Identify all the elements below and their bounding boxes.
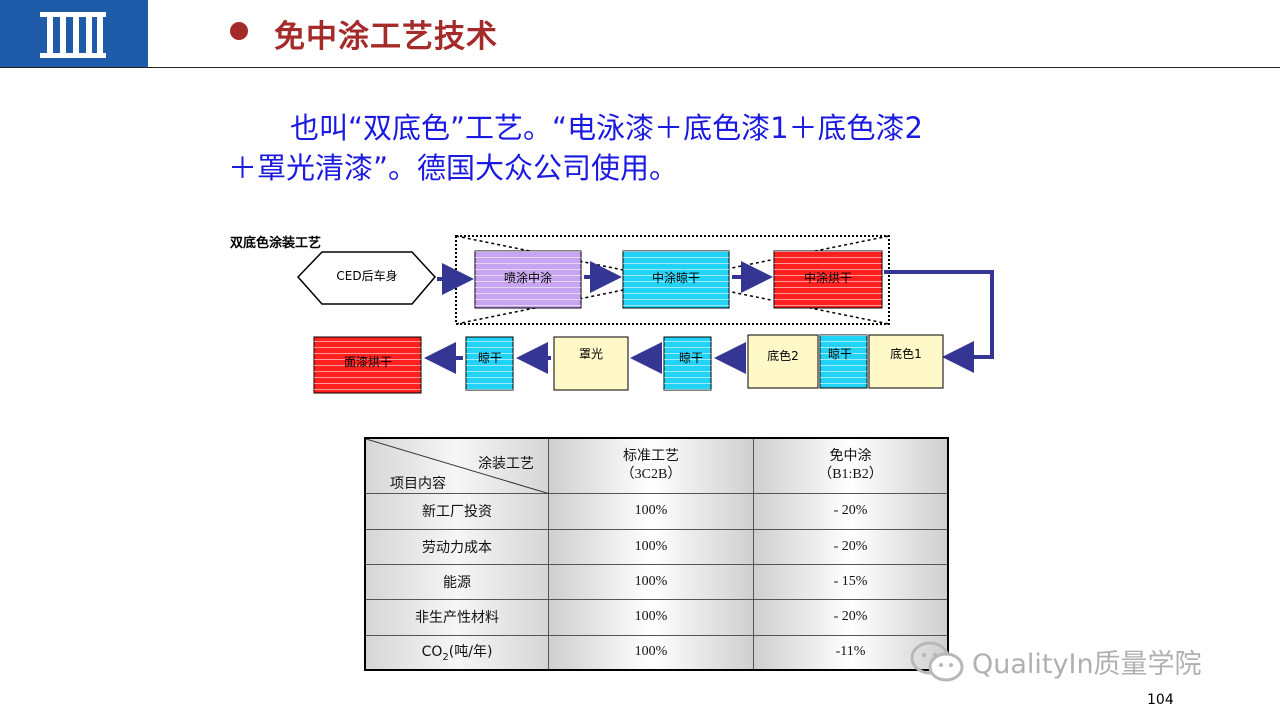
base1-box [868,334,944,389]
table-row: 能源 100% - 15% [364,563,949,600]
corner-diagonal [366,439,550,494]
wechat-icon [910,640,966,691]
mid-flash-label: 中涂晾干 [652,270,700,285]
corner-bottom-label: 项目内容 [390,475,446,492]
watermark-text: QualityIn质量学院 [972,649,1202,680]
logo [0,0,148,68]
row-free-value: - 20% [753,528,949,565]
row-free-value: - 20% [753,492,949,530]
table-row: CO2(吨/年) 100% -11% [364,634,949,671]
comparison-table: 涂装工艺 项目内容 标准工艺 （3C2B） 免中涂 （B1:B2） 新工厂投资 … [364,437,949,671]
ced-hexagon [296,251,437,305]
intro-line-1: 也叫“双底色”工艺。“电泳漆＋底色漆1＋底色漆2 [290,111,923,145]
title-bullet-icon [230,22,248,40]
clear-label: 罩光 [579,347,603,361]
row-item: 劳动力成本 [364,528,549,565]
diagram-title: 双底色涂装工艺 [230,236,322,251]
col-header-free: 免中涂 （B1:B2） [753,437,949,494]
col-header-free-sub: （B1:B2） [818,466,883,482]
table-row: 新工厂投资 100% - 20% [364,492,949,530]
co2-suffix: (吨/年) [448,644,493,661]
spray-mid-label: 喷涂中涂 [504,270,552,285]
table-corner-cell: 涂装工艺 项目内容 [364,437,550,494]
co2-prefix: CO [421,644,443,661]
row-free-value: - 20% [753,598,949,636]
row-std-value: 100% [548,492,754,530]
page-title: 免中涂工艺技术 [274,19,498,55]
row-free-value: - 15% [753,563,949,600]
col-header-standard-name: 标准工艺 [623,448,679,464]
clear-box [553,336,629,391]
table-header-row: 涂装工艺 项目内容 标准工艺 （3C2B） 免中涂 （B1:B2） [364,437,949,494]
col-header-free-name: 免中涂 [829,448,872,464]
row-item: 能源 [364,563,549,600]
title-divider [0,67,1280,68]
intro-line-2: ＋罩光清漆”。德国大众公司使用。 [228,151,679,185]
table-row: 劳动力成本 100% - 20% [364,528,949,565]
row-free-value: -11% [753,634,949,671]
logo-icon [40,12,106,58]
row-item: 新工厂投资 [364,492,549,530]
row-std-value: 100% [548,598,754,636]
connector-down [884,270,994,359]
mid-bake-label: 中涂烘干 [804,270,852,285]
base2-box [747,334,819,389]
row-item: CO2(吨/年) [364,634,549,671]
table-row: 非生产性材料 100% - 20% [364,598,949,636]
base2-label: 底色2 [767,348,799,363]
col-header-standard-sub: （3C2B） [620,466,682,482]
co2-subscript: 2 [442,652,449,664]
col-header-standard: 标准工艺 （3C2B） [548,437,754,494]
ced-label: CED后车身 [336,268,397,283]
flash2-label: 晾干 [679,350,703,365]
row-std-value: 100% [548,634,754,671]
watermark: QualityIn质量学院 [910,640,1202,691]
top-bake-label: 面漆烘干 [344,355,392,369]
base1-label: 底色1 [890,346,922,361]
row-std-value: 100% [548,528,754,565]
corner-top-label: 涂装工艺 [478,456,534,472]
flash1-label: 晾干 [828,346,852,361]
row-std-value: 100% [548,563,754,600]
row-item: 非生产性材料 [364,598,549,636]
page-number: 104 [1147,692,1174,708]
intro-paragraph: 也叫“双底色”工艺。“电泳漆＋底色漆1＋底色漆2 ＋罩光清漆”。德国大众公司使用… [228,108,1058,188]
flash3-label: 晾干 [478,350,502,365]
